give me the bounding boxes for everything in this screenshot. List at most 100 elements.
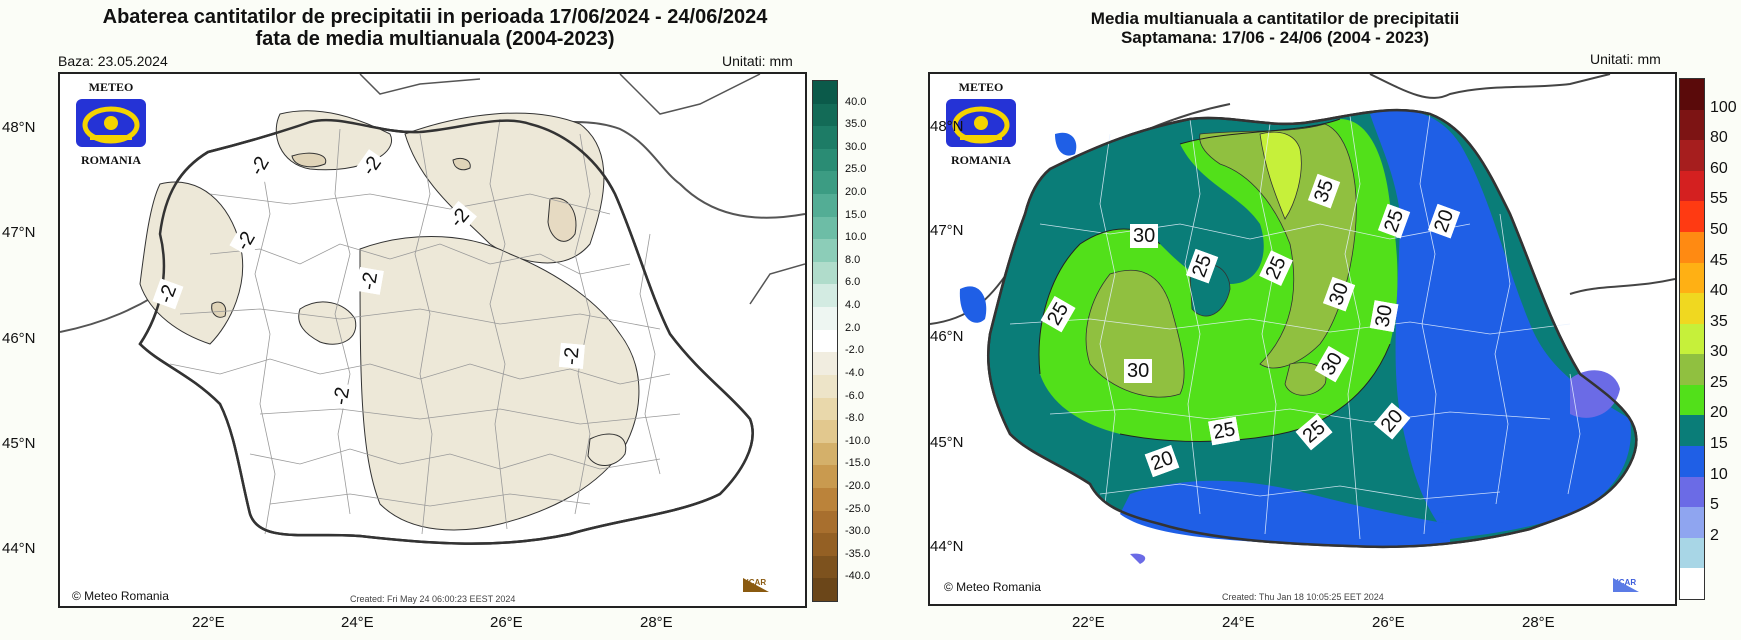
left-ncar-text: NCAR — [743, 578, 767, 587]
left-map-panel: Abaterea cantitatilor de precipitatii in… — [0, 0, 870, 640]
right-lon-label: 28°E — [1522, 614, 1555, 631]
left-map-frame: -2 -2 -2 -2 -2 -2 -2 -2 METEO ROMANIA © … — [58, 72, 807, 608]
colorbar-tick-label: 80 — [1710, 129, 1728, 147]
colorbar-swatch — [813, 307, 837, 331]
left-lat-label: 47°N — [2, 224, 36, 241]
colorbar-swatch — [813, 578, 837, 602]
right-copyright: © Meteo Romania — [944, 580, 1041, 594]
colorbar-swatch — [813, 533, 837, 557]
colorbar-tick-label: -15.0 — [845, 457, 871, 470]
left-lat-label: 44°N — [2, 540, 36, 557]
right-lon-label: 24°E — [1222, 614, 1255, 631]
right-title-line1: Media multianuala a cantitatilor de prec… — [1090, 9, 1460, 28]
colorbar-swatch — [813, 216, 837, 240]
colorbar-tick-label: -8.0 — [845, 412, 864, 425]
colorbar-tick-label: -20.0 — [845, 479, 871, 492]
colorbar-swatch — [813, 420, 837, 444]
colorbar-swatch — [1680, 140, 1704, 172]
colorbar-tick-label: 8.0 — [845, 253, 861, 266]
colorbar-swatch — [1680, 79, 1704, 111]
right-contour-label: 30 — [1369, 300, 1399, 332]
colorbar-swatch — [813, 374, 837, 398]
colorbar-swatch — [1680, 476, 1704, 508]
colorbar-tick-label: 40.0 — [845, 95, 867, 108]
left-title-line2: fata de media multianuala (2004-2023) — [255, 28, 615, 50]
colorbar-swatch — [813, 148, 837, 172]
left-lon-label: 22°E — [192, 614, 225, 631]
colorbar-swatch — [1680, 354, 1704, 386]
right-map-frame: 35 25 20 30 25 25 30 25 30 30 30 20 20 2… — [928, 72, 1677, 606]
right-contour-label: 25 — [1208, 416, 1241, 446]
logo-badge-icon — [76, 99, 146, 147]
meteo-romania-logo: METEO ROMANIA — [936, 80, 1026, 168]
left-lat-label: 46°N — [2, 330, 36, 347]
right-colorbar — [1679, 78, 1705, 600]
right-ncar-text: NCAR — [1613, 578, 1637, 587]
colorbar-tick-label: 20 — [1710, 404, 1728, 422]
colorbar-swatch — [813, 465, 837, 489]
left-lon-label: 28°E — [640, 614, 673, 631]
colorbar-tick-label: -2.0 — [845, 344, 864, 357]
colorbar-tick-label: 35.0 — [845, 118, 867, 131]
left-units-label: Unitati: mm — [722, 53, 793, 69]
colorbar-swatch — [1680, 109, 1704, 141]
right-lat-label: 44°N — [930, 538, 964, 555]
colorbar-tick-label: 60 — [1710, 159, 1728, 177]
colorbar-tick-label: 5 — [1710, 496, 1719, 514]
colorbar-tick-label: 55 — [1710, 190, 1728, 208]
colorbar-swatch — [1680, 537, 1704, 569]
colorbar-swatch — [813, 261, 837, 285]
colorbar-tick-label: 2 — [1710, 526, 1719, 544]
colorbar-tick-label: 10 — [1710, 465, 1728, 483]
left-title-line1: Abaterea cantitatilor de precipitatii in… — [102, 6, 768, 28]
logo-bottom-text: ROMANIA — [951, 153, 1011, 167]
colorbar-swatch — [813, 194, 837, 218]
colorbar-swatch — [813, 555, 837, 579]
colorbar-tick-label: 100 — [1710, 98, 1737, 116]
colorbar-swatch — [1680, 293, 1704, 325]
colorbar-tick-label: -4.0 — [845, 366, 864, 379]
colorbar-swatch — [813, 126, 837, 150]
colorbar-tick-label: 40 — [1710, 282, 1728, 300]
left-contour-label: -2 — [328, 382, 356, 410]
left-colorbar — [812, 80, 838, 602]
colorbar-tick-label: 50 — [1710, 220, 1728, 238]
right-contour-label: 30 — [1124, 359, 1153, 383]
left-copyright: © Meteo Romania — [72, 589, 169, 603]
left-contour-label: -2 — [558, 343, 585, 369]
colorbar-tick-label: 4.0 — [845, 299, 861, 312]
left-map-svg — [60, 74, 805, 545]
colorbar-swatch — [1680, 262, 1704, 294]
colorbar-swatch — [813, 510, 837, 534]
right-units-label: Unitati: mm — [1590, 51, 1661, 67]
logo-badge-icon — [946, 99, 1016, 147]
colorbar-swatch — [813, 81, 837, 105]
colorbar-swatch — [813, 239, 837, 263]
colorbar-tick-label: -35.0 — [845, 547, 871, 560]
ncar-icon — [1613, 578, 1639, 592]
left-contour-label: -2 — [356, 267, 384, 295]
colorbar-tick-label: 35 — [1710, 312, 1728, 330]
colorbar-swatch — [1680, 323, 1704, 355]
right-map-panel: Media multianuala a cantitatilor de prec… — [870, 0, 1741, 640]
right-contour-label: 30 — [1130, 224, 1159, 248]
colorbar-tick-label: -25.0 — [845, 502, 871, 515]
right-created-timestamp: Created: Thu Jan 18 10:05:25 EET 2024 — [1222, 592, 1384, 602]
right-lat-label: 46°N — [930, 328, 964, 345]
colorbar-swatch — [1680, 446, 1704, 478]
left-lat-label: 48°N — [2, 119, 36, 136]
colorbar-swatch — [813, 442, 837, 466]
right-lat-label: 48°N — [930, 118, 964, 135]
colorbar-swatch — [1680, 507, 1704, 539]
left-ncar-logo: NCAR — [743, 578, 769, 592]
colorbar-swatch — [1680, 568, 1704, 600]
colorbar-tick-label: 6.0 — [845, 276, 861, 289]
colorbar-tick-label: -30.0 — [845, 525, 871, 538]
colorbar-swatch — [813, 352, 837, 376]
right-lat-label: 45°N — [930, 434, 964, 451]
colorbar-swatch — [1680, 201, 1704, 233]
colorbar-swatch — [813, 397, 837, 421]
colorbar-swatch — [813, 487, 837, 512]
